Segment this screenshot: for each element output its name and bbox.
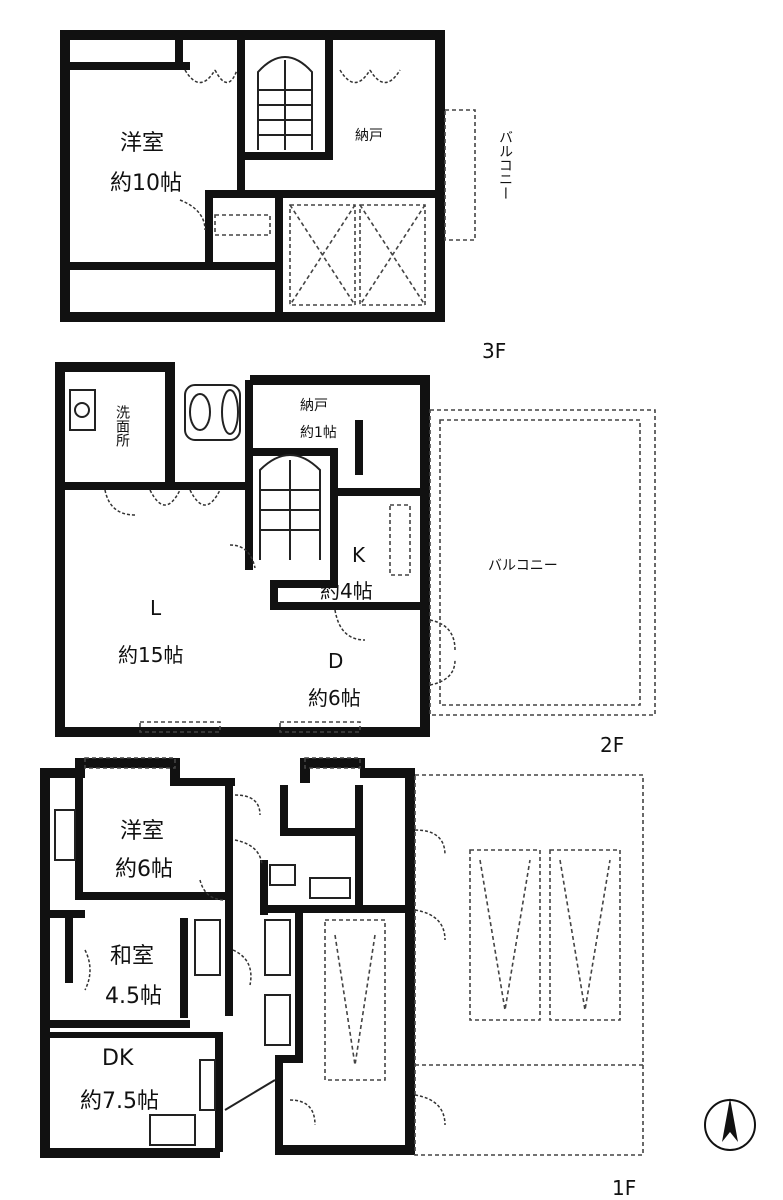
floor-2f: バルコニー 洗面所 納戸 約1帖 K 約4帖 L 約15帖 D 約6帖 2F	[55, 362, 656, 757]
compass-north-icon: N	[704, 1098, 756, 1151]
room-storage-2f-name: 納戸	[300, 398, 328, 414]
closet-storage-3f	[289, 204, 426, 306]
floor-3f: バルコニー 洋室 約10帖 納戸 3F	[60, 30, 513, 363]
stairs-3f	[257, 56, 313, 150]
room-kitchen-size: 約4帖	[320, 579, 373, 603]
room-living-size: 約15帖	[118, 643, 183, 667]
floor-1f: 洋室 約6帖 和室 4.5帖 DK 約7.5帖 1F	[40, 757, 644, 1200]
room-washroom-2f-name: 洗面所	[114, 405, 130, 447]
room-japanese-size: 4.5帖	[105, 984, 162, 1009]
room-western-3f-name: 洋室	[120, 131, 164, 156]
room-western-1f-name: 洋室	[120, 819, 164, 844]
room-western-3f-size: 約10帖	[110, 171, 182, 196]
room-dining-size: 約6帖	[308, 686, 361, 710]
room-living-name: L	[150, 596, 162, 620]
balcony-2f-label: バルコニー	[488, 558, 558, 574]
room-dk-name: DK	[102, 1046, 134, 1071]
room-kitchen-name: K	[352, 543, 366, 567]
floor-label-1f: 1F	[612, 1176, 636, 1200]
fixtures-1f	[54, 809, 351, 1146]
room-western-1f-size: 約6帖	[115, 857, 173, 882]
balcony-3f-outline	[444, 109, 476, 241]
room-dk-size: 約7.5帖	[80, 1089, 159, 1114]
stairs-2f	[259, 454, 321, 560]
room-storage-2f-size: 約1帖	[300, 425, 337, 441]
washroom-fixtures	[69, 384, 241, 441]
room-japanese-name: 和室	[110, 944, 154, 969]
floor-label-2f: 2F	[600, 733, 624, 757]
parking-1f	[324, 774, 644, 1156]
balcony-3f-label: バルコニー	[497, 130, 513, 200]
balcony-2f-outline	[429, 409, 656, 716]
room-closet-3f-name: 納戸	[355, 128, 383, 144]
room-dining-name: D	[328, 649, 343, 673]
floor-label-3f: 3F	[482, 339, 506, 363]
